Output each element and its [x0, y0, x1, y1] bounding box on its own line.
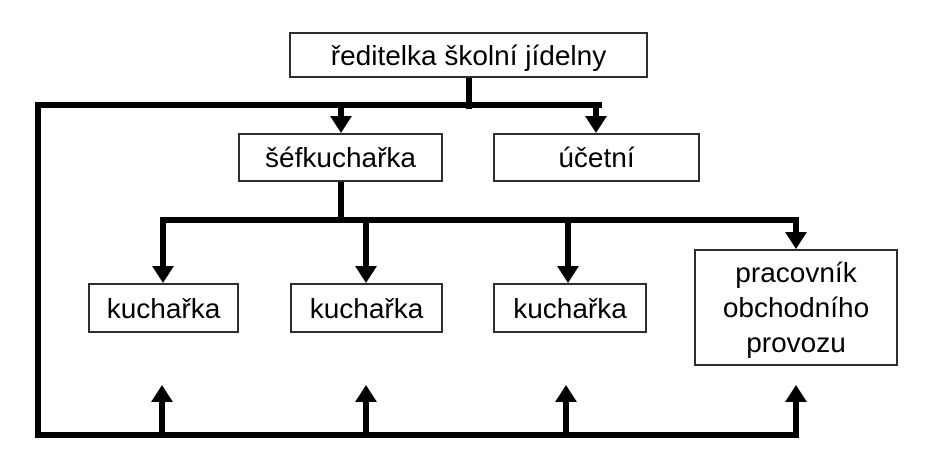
node-head-chef: šéfkuchařka — [238, 133, 443, 182]
connector-to-accountant — [593, 102, 599, 118]
node-cook-3: kuchařka — [493, 283, 647, 333]
connector-level1-horizontal — [35, 102, 602, 108]
arrowhead-to-cook-1 — [152, 266, 174, 283]
connector-up-to-cook-3 — [563, 401, 569, 438]
connector-head-chef-drop — [338, 182, 344, 223]
arrowhead-up-to-cook-3 — [555, 385, 577, 402]
connector-director-drop — [466, 78, 472, 109]
connector-outer-bottom — [35, 432, 799, 438]
connector-up-to-operations-worker — [793, 401, 799, 438]
connector-outer-left-vertical — [35, 102, 41, 438]
arrowhead-to-cook-2 — [355, 266, 377, 283]
connector-to-cook-3 — [565, 217, 571, 268]
node-accountant: účetní — [493, 133, 700, 182]
arrowhead-to-accountant — [585, 116, 607, 133]
connector-up-to-cook-2 — [363, 401, 369, 438]
connector-to-head-chef — [338, 102, 344, 118]
node-director: ředitelka školní jídelny — [289, 32, 648, 78]
connector-to-cook-2 — [363, 217, 369, 268]
node-cook-2: kuchařka — [290, 283, 443, 333]
arrowhead-to-head-chef — [330, 116, 352, 133]
connector-to-operations-worker — [793, 217, 799, 234]
arrowhead-up-to-cook-1 — [151, 385, 173, 402]
arrowhead-up-to-operations-worker — [785, 385, 807, 402]
arrowhead-up-to-cook-2 — [355, 385, 377, 402]
arrowhead-to-cook-3 — [557, 266, 579, 283]
arrowhead-to-operations-worker — [785, 232, 807, 249]
node-operations-worker: pracovník obchodního provozu — [694, 249, 898, 366]
connector-level2-horizontal — [160, 217, 799, 223]
node-cook-1: kuchařka — [88, 283, 239, 333]
connector-up-to-cook-1 — [159, 401, 165, 438]
connector-to-cook-1 — [160, 217, 166, 268]
